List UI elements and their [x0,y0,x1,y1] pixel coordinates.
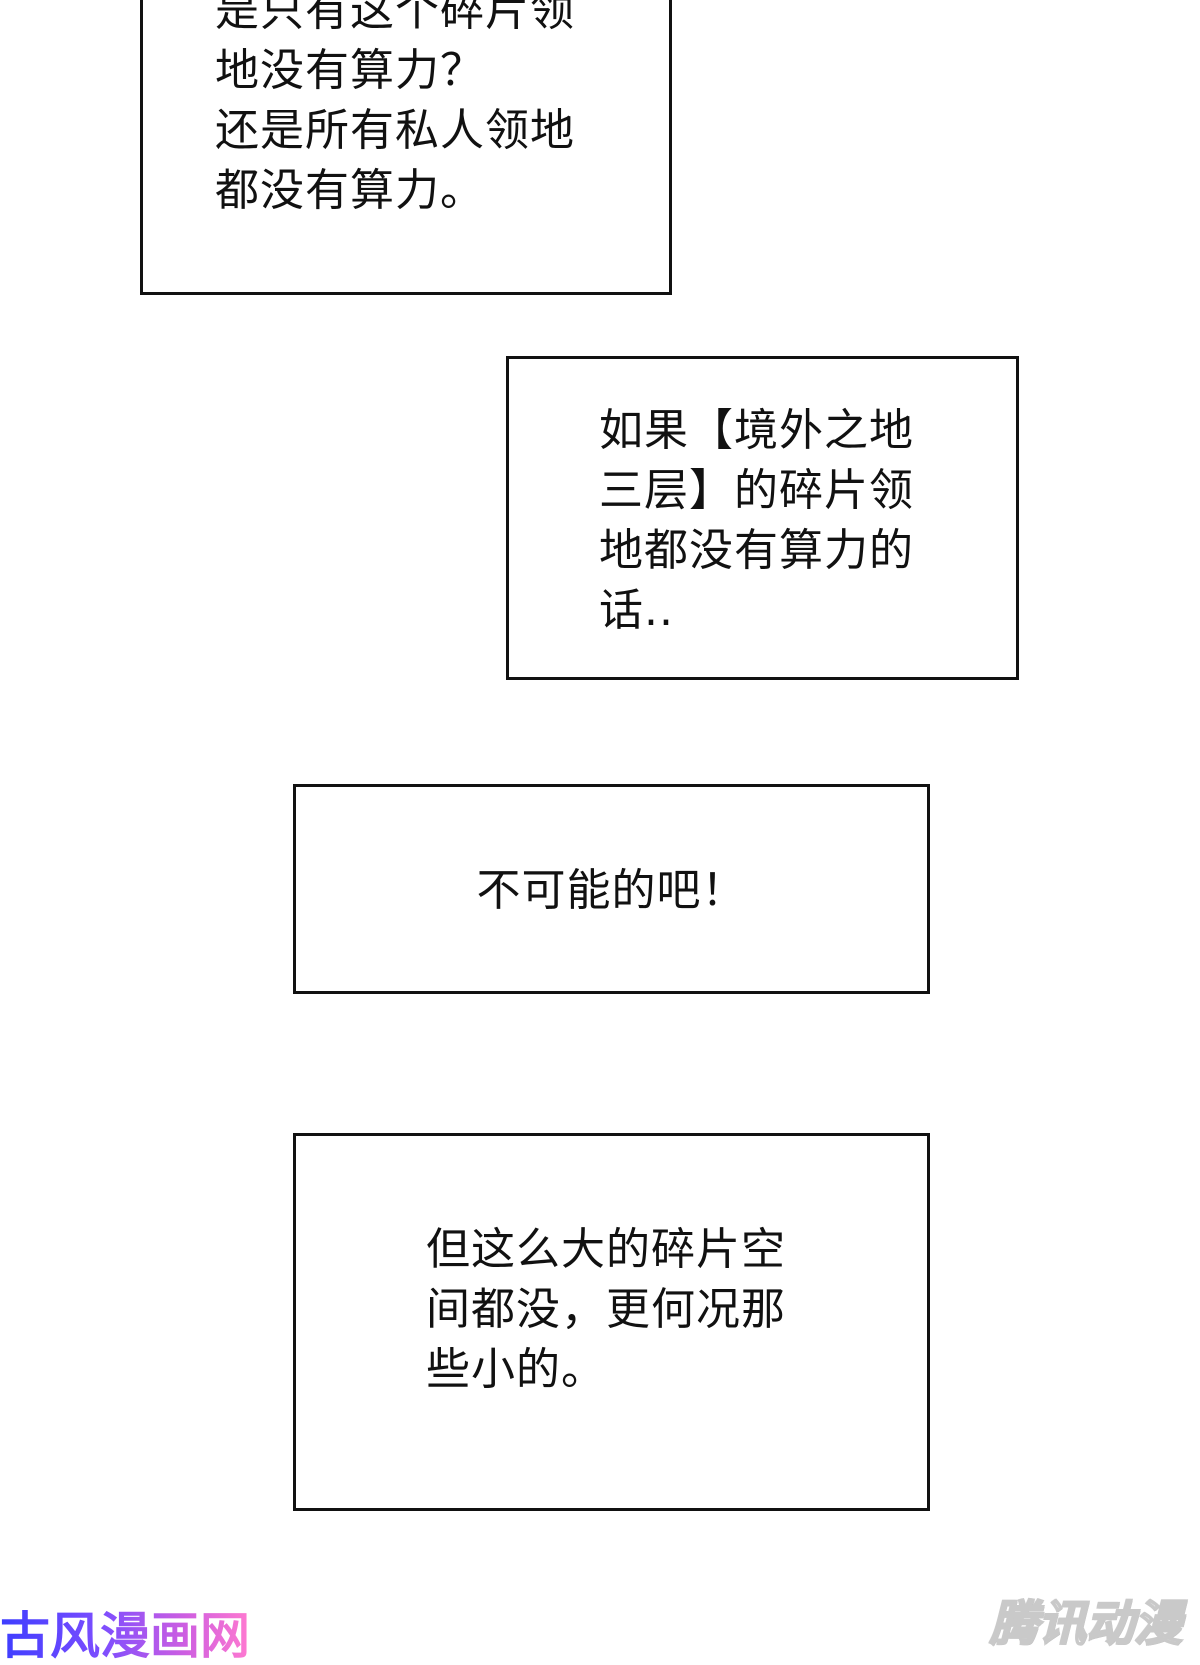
speech-text-2: 如果【境外之地 三层】的碎片领 地都没有算力的 话.. [599,401,914,641]
speech-line: 话.. [599,585,674,636]
speech-box-3: 不可能的吧！ [293,784,930,994]
speech-line: 还是所有私人领地 [215,105,575,156]
site-watermark-left: 古风漫画网 [0,1607,250,1665]
speech-box-4: 但这么大的碎片空 间都没，更何况那 些小的。 [293,1133,930,1511]
speech-line: 是只有这个碎片领 [215,0,575,36]
speech-line: 地没有算力？ [215,45,485,96]
speech-line: 但这么大的碎片空 [426,1224,786,1275]
speech-line: 些小的。 [426,1344,606,1395]
site-watermark-right: 腾讯动漫 [989,1595,1183,1653]
speech-line: 不可能的吧！ [476,865,747,916]
speech-line: 间都没，更何况那 [426,1284,786,1335]
speech-box-1: 是只有这个碎片领 地没有算力？ 还是所有私人领地 都没有算力。 [140,0,672,295]
speech-text-3: 不可能的吧！ [296,861,927,921]
speech-text-4: 但这么大的碎片空 间都没，更何况那 些小的。 [426,1220,786,1400]
speech-line: 都没有算力。 [215,165,485,216]
speech-box-2: 如果【境外之地 三层】的碎片领 地都没有算力的 话.. [506,356,1019,680]
speech-text-1: 是只有这个碎片领 地没有算力？ 还是所有私人领地 都没有算力。 [215,0,575,221]
speech-line: 三层】的碎片领 [599,465,914,516]
speech-line: 如果【境外之地 [599,405,914,456]
speech-line: 地都没有算力的 [599,525,914,576]
